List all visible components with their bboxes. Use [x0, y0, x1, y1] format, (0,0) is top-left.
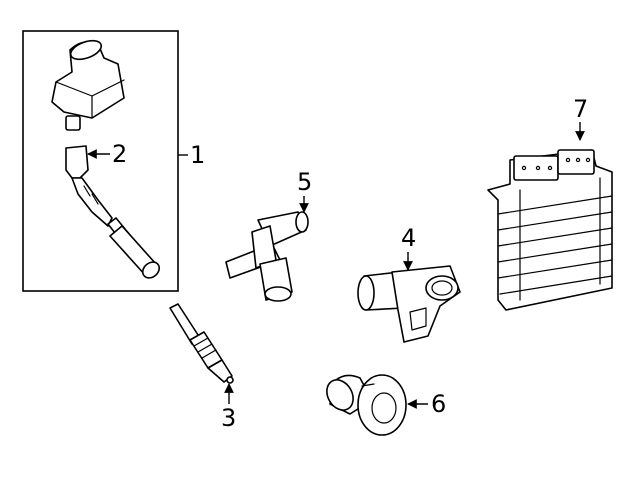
callout-4: 4 — [401, 224, 416, 252]
knock-sensor-illustration[interactable] — [322, 374, 407, 436]
camshaft-sensor-illustration[interactable] — [225, 211, 309, 302]
callout-3: 3 — [221, 404, 236, 432]
callout-5: 5 — [297, 168, 312, 196]
ignition-coil-group-box — [22, 30, 188, 292]
callout-6: 6 — [431, 390, 446, 418]
engine-control-module-illustration[interactable] — [487, 149, 613, 311]
ignition-coil-illustration[interactable] — [51, 37, 162, 281]
crankshaft-sensor-illustration[interactable] — [357, 265, 461, 343]
callout-1: 1 — [190, 141, 205, 169]
callout-2: 2 — [112, 140, 127, 168]
spark-plug-illustration[interactable] — [169, 303, 234, 384]
callout-7: 7 — [573, 95, 588, 123]
